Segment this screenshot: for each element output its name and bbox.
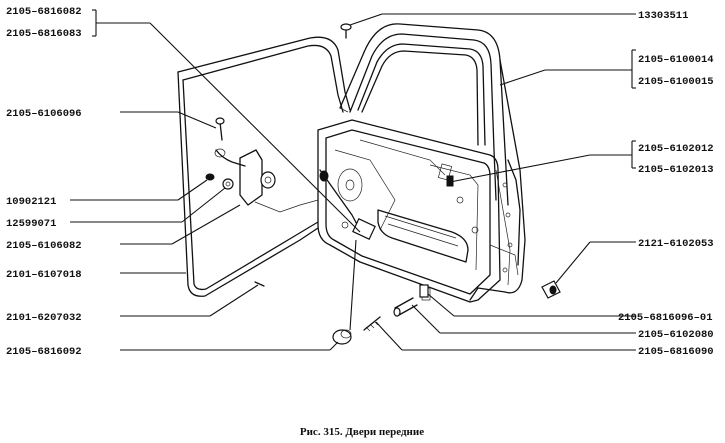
leader-lines	[70, 9, 636, 351]
door-hinge	[214, 148, 319, 213]
label-2105-6816096-01: 2105–6816096–01	[618, 312, 713, 324]
door-inner-panel	[317, 119, 519, 303]
label-10902121: 10902121	[6, 196, 56, 208]
label-2105-6100014: 2105–6100014	[638, 54, 714, 66]
label-2105-6816092: 2105–6816092	[6, 346, 82, 358]
label-2105-6102013: 2105–6102013	[638, 164, 714, 176]
label-2105-6102080: 2105–6102080	[638, 329, 714, 341]
label-2121-6102053: 2121–6102053	[638, 238, 714, 250]
label-2105-6816082: 2105–6816082	[6, 6, 82, 18]
label-2105-6816083: 2105–6816083	[6, 28, 82, 40]
label-2105-6106096: 2105–6106096	[6, 108, 82, 120]
small-fasteners	[205, 23, 561, 345]
figure-caption: Рис. 315. Двери передние	[300, 426, 424, 438]
label-13303511: 13303511	[638, 10, 688, 22]
door-seal-weatherstrip	[177, 36, 351, 297]
door-window-frame	[339, 23, 509, 206]
label-12599071: 12599071	[6, 218, 56, 230]
label-2105-6816090: 2105–6816090	[638, 346, 714, 358]
label-2105-6100015: 2105–6100015	[638, 76, 714, 88]
door-outer-panel	[469, 59, 526, 301]
label-2105-6106082: 2105–6106082	[6, 240, 82, 252]
label-2105-6102012: 2105–6102012	[638, 143, 714, 155]
label-2101-6207032: 2101–6207032	[6, 312, 82, 324]
label-2101-6107018: 2101–6107018	[6, 269, 82, 281]
